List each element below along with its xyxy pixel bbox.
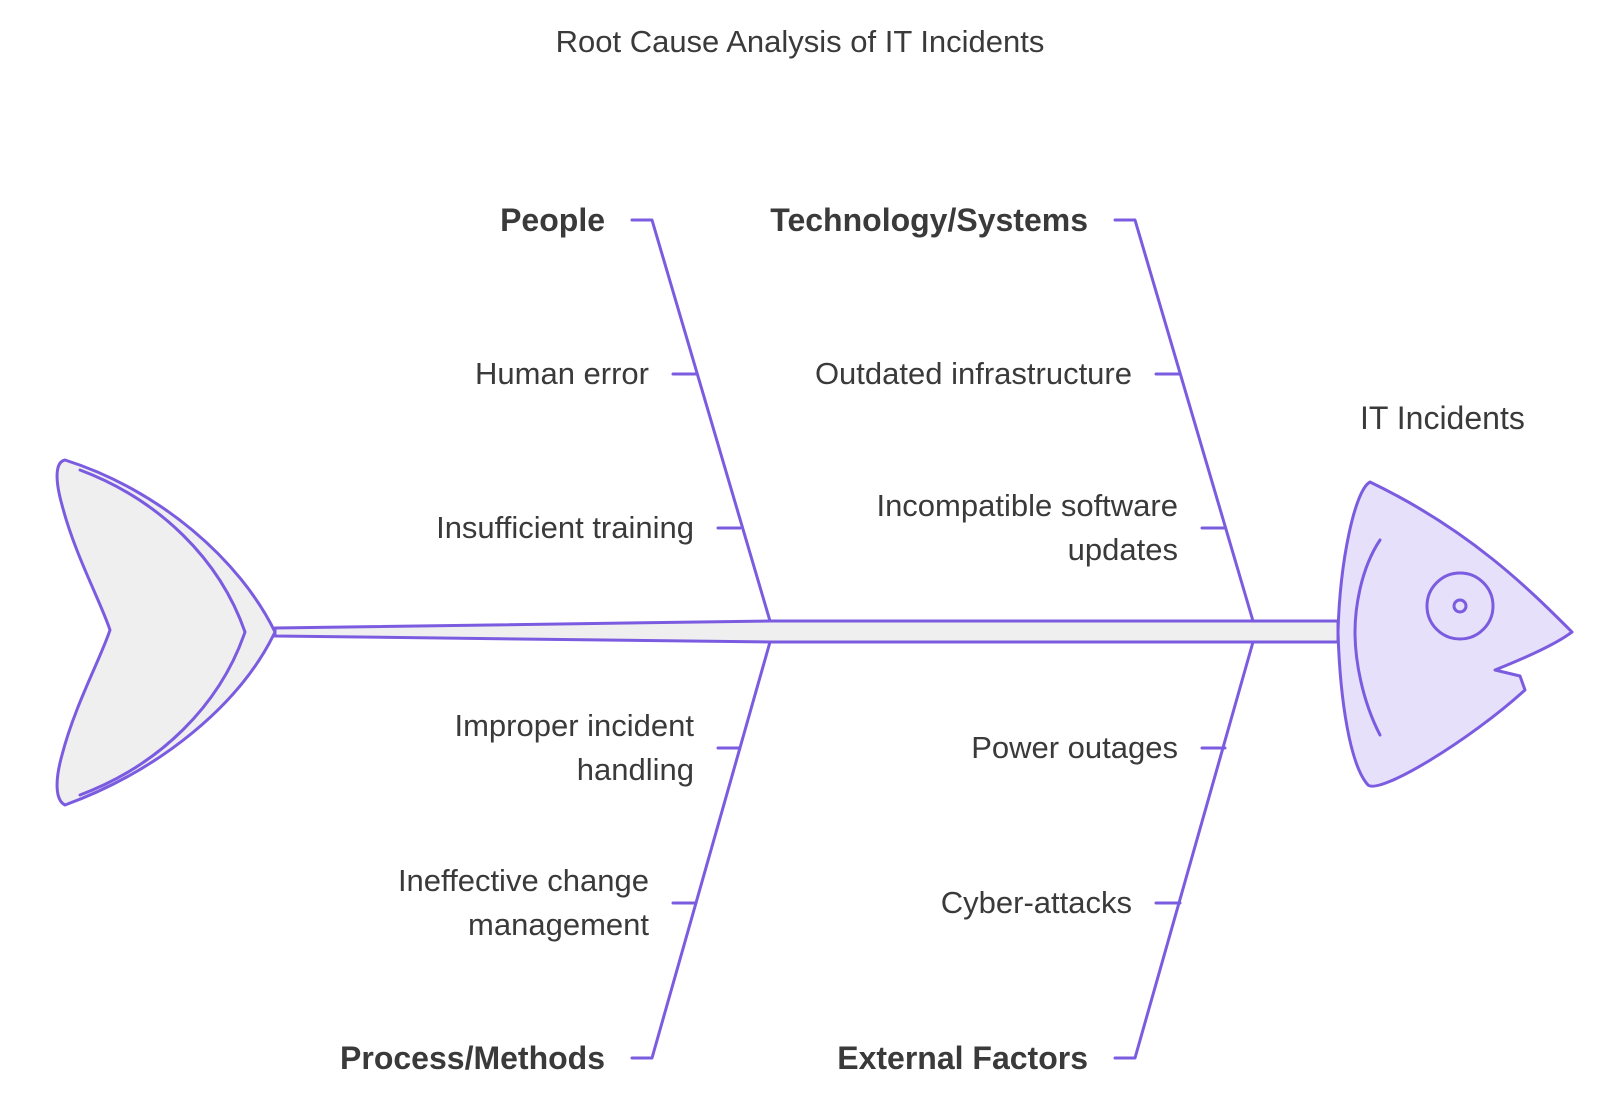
cause-ineffective-change-management-text: Ineffective change management [397,863,649,942]
effect-label: IT Incidents [1360,400,1525,436]
fish-head [1336,480,1574,788]
fish-gill [1353,538,1382,737]
fish-tail-inner [78,468,247,797]
bone-external [1113,640,1255,1060]
cause-incompatible-software-updates: Incompatible software updates [798,484,1178,572]
category-people: People [500,202,605,238]
category-process: Process/Methods [340,1040,605,1076]
cause-outdated-infrastructure: Outdated infrastructure [814,356,1132,391]
cause-power-outages: Power outages [971,730,1178,765]
bone-technology [1113,218,1255,623]
cause-improper-incident-handling-text: Improper incident handling [454,708,694,787]
fish-eye [1425,571,1495,641]
cause-cyber-attacks: Cyber-attacks [940,885,1132,920]
bone-people [630,218,772,623]
category-technology: Technology/Systems [770,202,1088,238]
bone-process [630,640,772,1060]
fish-spine [273,619,1340,644]
cause-human-error: Human error [475,356,649,391]
fish-pupil [1452,598,1468,614]
cause-incompatible-software-updates-text: Incompatible software updates [876,488,1178,567]
cause-ineffective-change-management: Ineffective change management [339,859,649,947]
cause-improper-incident-handling: Improper incident handling [394,704,694,792]
diagram-title: Root Cause Analysis of IT Incidents [555,24,1045,59]
category-external: External Factors [837,1040,1088,1076]
fish-tail [55,458,277,807]
cause-insufficient-training: Insufficient training [436,510,694,545]
